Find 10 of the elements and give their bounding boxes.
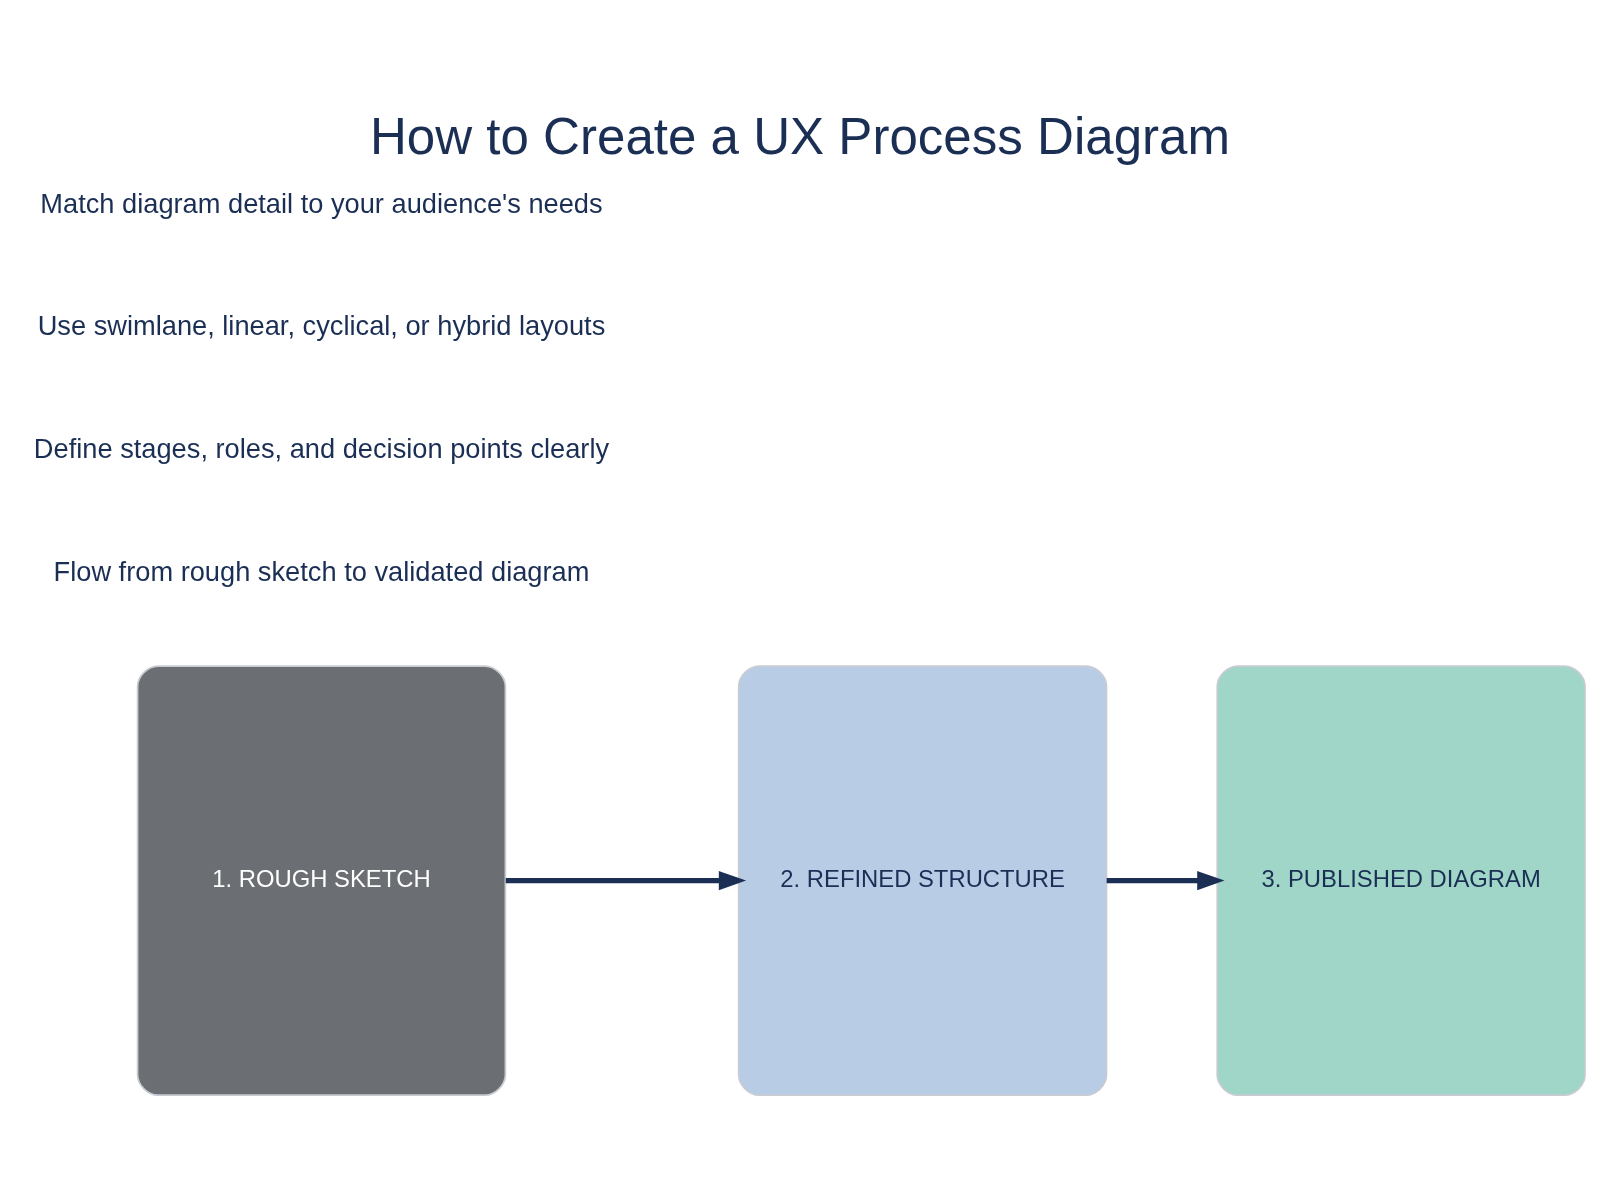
node-box: 3. PUBLISHED DIAGRAM [1216, 664, 1586, 1096]
node-box: 1. ROUGH SKETCH [136, 664, 507, 1096]
diagram-title: How to Create a UX Process Diagram [369, 106, 1231, 164]
label: Flow from rough sketch to validated diagram [53, 555, 590, 587]
node-box: 2. REFINED STRUCTURE [737, 664, 1108, 1096]
label: Match diagram detail to your audience's needs [40, 187, 603, 219]
arrow [1106, 870, 1225, 890]
label: Define stages, roles, and decision points clearly [33, 432, 610, 464]
arrow [505, 870, 747, 890]
label: Use swimlane, linear, cyclical, or hybrid layouts [37, 309, 606, 341]
